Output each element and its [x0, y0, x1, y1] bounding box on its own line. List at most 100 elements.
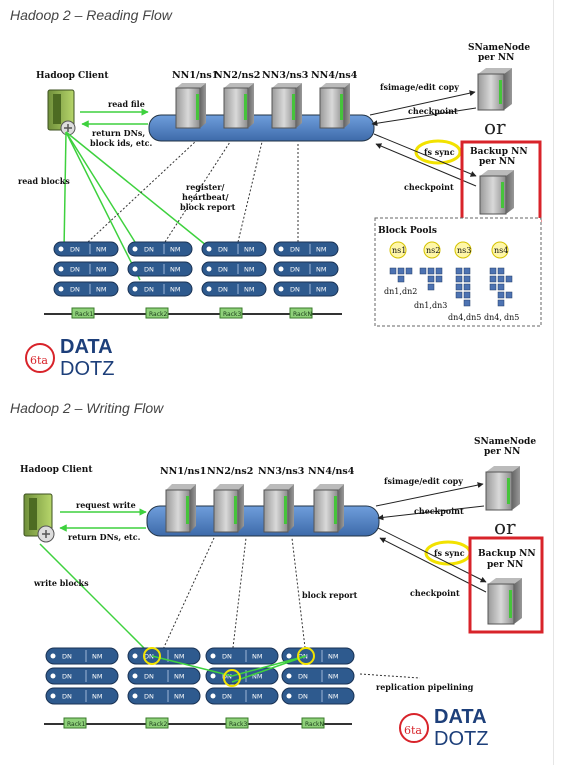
nm-label: NM: [244, 266, 254, 274]
datanode-cell: DN NM: [281, 667, 355, 685]
snamenode-server-icon: [485, 466, 520, 511]
status-led-icon: [50, 653, 56, 659]
dn-label: DN: [70, 286, 80, 294]
checkpoint-label: checkpoint: [408, 106, 458, 116]
status-led-icon: [132, 673, 138, 679]
namenode-server-icon: [223, 83, 254, 129]
read-file-label: read file: [108, 99, 145, 109]
client-computer-icon: [23, 493, 55, 543]
dn-label: DN: [222, 673, 232, 681]
nm-label: NM: [92, 673, 102, 681]
datadotz-logo: 6ta DATA DOTZ: [25, 336, 114, 380]
pool-ns4-label: ns4: [494, 246, 508, 255]
svg-text:6ta: 6ta: [30, 354, 48, 367]
snamenode-server-icon: [477, 68, 512, 111]
nm-label: NM: [96, 246, 106, 254]
dn-label: DN: [62, 693, 72, 701]
dn-label: DN: [144, 693, 154, 701]
status-led-icon: [286, 693, 292, 699]
fsimage-label: fsimage/edit copy: [384, 476, 463, 486]
backup-nn-label-1: Backup NN: [478, 549, 536, 559]
block-pool-blocks: [389, 267, 513, 307]
rackn-label: RackN: [305, 721, 324, 728]
rack2-label: Rack2: [149, 311, 167, 318]
checkpoint-arrow: [377, 505, 485, 521]
replication-label: replication pipelining: [376, 682, 474, 692]
datanode-cell: DN NM: [205, 687, 279, 705]
status-led-icon: [210, 653, 216, 659]
backup-nn-server-icon: [479, 170, 514, 215]
read-blocks-label: read blocks: [18, 176, 70, 186]
reading-flow-diagram: Hadoop Client NN1/ns1 NN2/ns2 NN3/ns3 NN…: [18, 43, 542, 380]
nm-label: NM: [174, 673, 184, 681]
block-report-label: block report: [302, 590, 358, 600]
rackn-label: RackN: [293, 311, 312, 318]
backup-nn-highlight-box: [468, 536, 544, 634]
checkpoint2-arrow: [375, 143, 477, 187]
nm-label: NM: [170, 246, 180, 254]
status-led-icon: [210, 693, 216, 699]
replication-pipeline-lines: [151, 655, 307, 683]
or-label: or: [484, 115, 506, 139]
replication-dotted-line: [359, 673, 421, 679]
block-report-dotted-lines: [159, 537, 307, 657]
datanode-cell: DN NM: [127, 241, 193, 257]
nn2-label: NN2/ns2: [207, 466, 253, 477]
nn3-label: NN3/ns3: [258, 466, 304, 477]
checkpoint2-label: checkpoint: [404, 182, 454, 192]
status-led-icon: [132, 693, 138, 699]
dn-label: DN: [298, 693, 308, 701]
datadotz-logo: 6ta DATA DOTZ: [399, 706, 488, 750]
status-led-icon: [286, 673, 292, 679]
status-led-icon: [58, 286, 64, 292]
dn-label: DN: [298, 673, 308, 681]
dn-label: DN: [222, 693, 232, 701]
nm-label: NM: [252, 693, 262, 701]
fsimage-arrow: [375, 482, 484, 507]
nn3-label: NN3/ns3: [262, 70, 308, 81]
nm-label: NM: [96, 286, 106, 294]
pool-dn-label: dn4,: [448, 313, 466, 322]
dn-label: DN: [62, 653, 72, 661]
backup-nn-label-1: Backup NN: [470, 147, 528, 157]
nn1-label: NN1/ns1: [160, 466, 206, 477]
datanode-cell: DN NM: [45, 667, 119, 685]
namenode-server-icon: [319, 83, 350, 129]
writing-client-label: Hadoop Client: [20, 465, 93, 475]
dn-label: DN: [144, 673, 154, 681]
pool-dn-label: dn1,: [414, 301, 432, 310]
nm-label: NM: [328, 693, 338, 701]
logo-data-text: DATA: [434, 706, 487, 728]
nm-label: NM: [252, 653, 262, 661]
rack3-label: Rack3: [229, 721, 247, 728]
snamenode-label-1: SNameNode: [474, 437, 536, 447]
nm-label: NM: [328, 673, 338, 681]
nm-label: NM: [174, 653, 184, 661]
dn-label: DN: [70, 266, 80, 274]
block-pools-title: Block Pools: [378, 226, 437, 236]
pool-dn-label: dn4,: [484, 313, 502, 322]
write-blocks-line: [39, 543, 153, 657]
dn-label: DN: [144, 266, 154, 274]
backup-nn-label-2: per NN: [487, 560, 523, 570]
dn-label: DN: [222, 653, 232, 661]
dn-label: DN: [62, 673, 72, 681]
dn-label: DN: [144, 246, 154, 254]
nm-label: NM: [244, 286, 254, 294]
nm-label: NM: [316, 286, 326, 294]
nm-label: NM: [92, 653, 102, 661]
namenode-server-icon: [313, 484, 344, 533]
logo-dotz-text: DOTZ: [60, 358, 114, 380]
namenode-server-icon: [271, 83, 302, 129]
pool-ns3-label: ns3: [457, 246, 471, 255]
status-led-icon: [132, 653, 138, 659]
datanode-cell: DN NM: [205, 647, 279, 665]
namenode-server-icon: [213, 484, 244, 533]
